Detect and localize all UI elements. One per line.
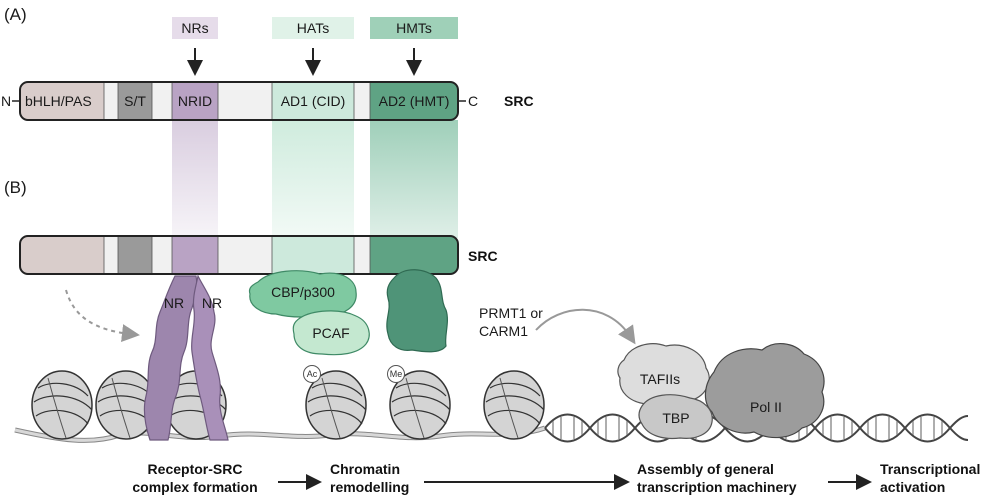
hmts-header-band [370, 17, 458, 39]
ad2-domain-label: AD2 (HMT) [379, 93, 450, 109]
nrs-header-band [172, 17, 218, 39]
prmt1-carm1-protein [386, 269, 449, 353]
prmt-label-line2: CARM1 [479, 323, 528, 339]
st-domain-label: S/T [124, 93, 146, 109]
pcaf-protein [292, 310, 370, 356]
nucleosome-4 [305, 370, 367, 440]
c-terminus-label: C [468, 93, 478, 109]
step2-line1: Chromatin [330, 461, 400, 477]
panel-a-label: (A) [4, 5, 27, 24]
nucleosome-1 [31, 370, 93, 440]
prmt-label-line1: PRMT1 or [479, 305, 543, 321]
cbp-label: CBP/p300 [271, 284, 335, 300]
src-domain-bar-b [19, 235, 459, 275]
src-label-b: SRC [468, 248, 498, 264]
ad1-domain-label: AD1 (CID) [281, 93, 346, 109]
panel-b-label: (B) [4, 178, 27, 197]
hats-header-band [272, 17, 354, 39]
hats-label: HATs [297, 20, 329, 36]
tbp-label: TBP [662, 410, 689, 426]
recruitment-dashed-arrow [65, 289, 140, 343]
nr-left-label: NR [164, 295, 184, 311]
step3-line1: Assembly of general [637, 461, 774, 477]
pol-ii-label: Pol II [750, 399, 782, 415]
step1-line1: Receptor-SRC [148, 461, 243, 477]
src-label-a: SRC [504, 93, 534, 109]
step4-line1: Transcriptional [880, 461, 980, 477]
nucleosome-5 [389, 370, 451, 440]
tafiis-label: TAFIIs [640, 371, 680, 387]
nucleosome-6 [483, 370, 545, 440]
nr-receptor-right [190, 274, 229, 441]
n-terminus-label: N [1, 93, 11, 109]
step2-line2: remodelling [330, 479, 409, 495]
hmts-label: HMTs [396, 20, 432, 36]
ad1-band [272, 120, 354, 238]
bhlh-domain-label: bHLH/PAS [25, 93, 92, 109]
nr-receptor-left [143, 275, 198, 441]
step3-line2: transcription machinery [637, 479, 797, 495]
ac-mark: Ac [307, 369, 318, 379]
step1-line2: complex formation [132, 479, 257, 495]
pcaf-label: PCAF [312, 325, 349, 341]
src-domain-bar-a [19, 81, 459, 121]
me-mark: Me [390, 369, 403, 379]
tbp-protein [638, 394, 713, 440]
nr-right-label: NR [202, 295, 222, 311]
nrid-band [172, 120, 218, 238]
machinery-curved-arrow [535, 308, 636, 345]
nrid-domain-label: NRID [178, 93, 212, 109]
ad2-band [370, 120, 458, 238]
step4-line2: activation [880, 479, 945, 495]
nrs-label: NRs [181, 20, 208, 36]
pol-ii-complex [704, 343, 825, 439]
